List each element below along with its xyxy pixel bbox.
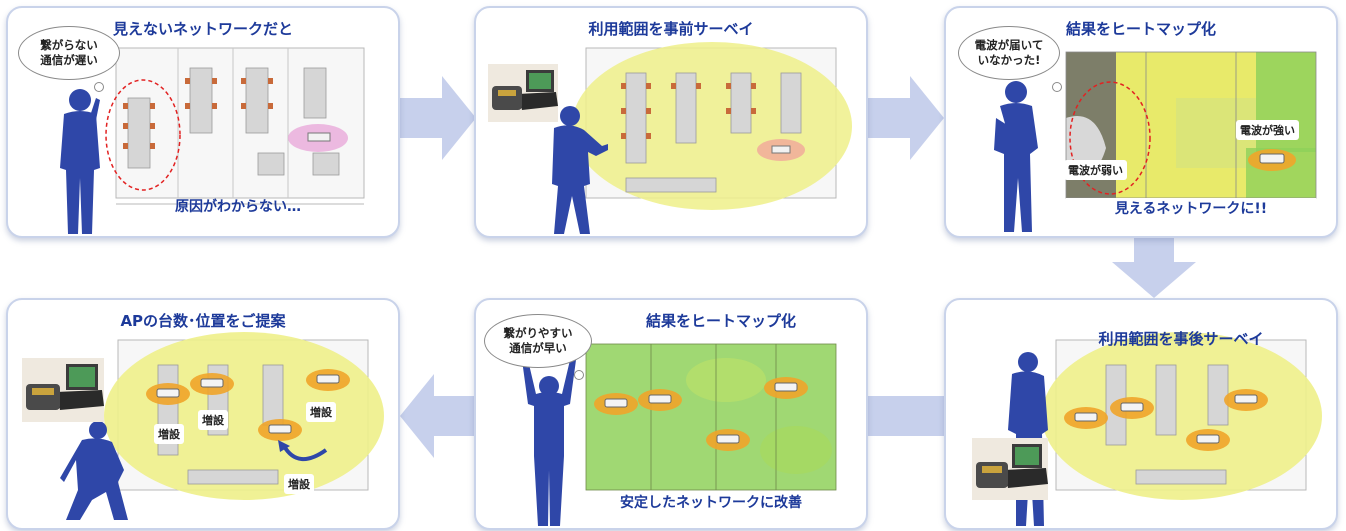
arrow-down-icon xyxy=(1112,236,1196,298)
arrow-left-icon xyxy=(400,374,476,458)
bubble-line-1: 電波が届いて xyxy=(974,38,1044,52)
step-panel-heatmap-after: 結果をヒートマップ化 安定したネットワークに改善 繋がりやすい 通信が早い xyxy=(474,298,868,530)
step-panel-ap-proposal: APの台数･位置をご提案 増設 増設 増設 増設 xyxy=(6,298,400,530)
person-cheering-silhouette xyxy=(522,360,576,526)
panel-title: 見えないネットワークだと xyxy=(112,20,293,38)
panel-caption: 見えるネットワークに!! xyxy=(1066,198,1316,218)
bubble-line-1: 繋がりやすい xyxy=(503,326,573,340)
panel-title: 結果をヒートマップ化 xyxy=(1065,20,1216,38)
arrow-right-icon xyxy=(866,76,944,160)
floor-plan xyxy=(105,47,365,205)
arrow-right-icon xyxy=(398,76,476,160)
person-thinking-silhouette xyxy=(994,81,1038,232)
person-crouching-silhouette xyxy=(60,421,128,520)
bubble-line-2: 通信が遅い xyxy=(40,53,98,67)
panel-caption: 原因がわからない… xyxy=(175,199,301,215)
person-phone-silhouette xyxy=(60,89,100,234)
floor-plan xyxy=(104,332,384,500)
bubble-line-2: 通信が早い xyxy=(509,341,567,355)
step-panel-unseen-network: 見えないネットワークだと 原因がわからない… 繋がらない 通信が遅い xyxy=(6,6,400,238)
laptop-photo-icon xyxy=(972,438,1048,500)
panel-caption: 安定したネットワークに改善 xyxy=(620,495,802,511)
thought-bubble: 繋がらない 通信が遅い xyxy=(18,26,120,80)
laptop-photo-icon xyxy=(488,64,558,122)
floor-plan xyxy=(572,42,852,210)
bubble-line-1: 繋がらない xyxy=(40,38,98,52)
panel-title: 結果をヒートマップ化 xyxy=(645,312,796,330)
arrow-left-icon xyxy=(864,396,944,436)
bubble-dot xyxy=(94,82,104,92)
floor-plan xyxy=(1042,332,1322,500)
person-survey-silhouette xyxy=(552,106,608,234)
step-panel-post-survey: 利用範囲を事後サーベイ xyxy=(944,298,1338,530)
thought-bubble: 繋がりやすい 通信が早い xyxy=(484,314,592,368)
weak-signal-label: 電波が弱い xyxy=(1064,160,1127,180)
step-panel-heatmap-before: 結果をヒートマップ化 見えるネットワークに!! 電波が届いて いなかった! 電波… xyxy=(944,6,1338,238)
add-ap-label: 増設 xyxy=(154,424,184,444)
bubble-dot xyxy=(1052,82,1062,92)
add-ap-label: 増設 xyxy=(198,410,228,430)
thought-bubble: 電波が届いて いなかった! xyxy=(958,26,1060,80)
strong-signal-label: 電波が強い xyxy=(1236,120,1299,140)
panel-title: APの台数･位置をご提案 xyxy=(120,312,286,330)
bubble-dot xyxy=(574,370,584,380)
bubble-line-2: いなかった! xyxy=(977,53,1041,67)
step-panel-pre-survey: 利用範囲を事前サーベイ xyxy=(474,6,868,238)
panel-title: 利用範囲を事後サーベイ xyxy=(1098,330,1264,348)
panel-title: 利用範囲を事前サーベイ xyxy=(588,20,754,38)
add-ap-label: 増設 xyxy=(284,474,314,494)
add-ap-label: 増設 xyxy=(306,402,336,422)
laptop-photo-icon xyxy=(22,358,104,422)
heatmap-floor-plan xyxy=(585,343,837,491)
